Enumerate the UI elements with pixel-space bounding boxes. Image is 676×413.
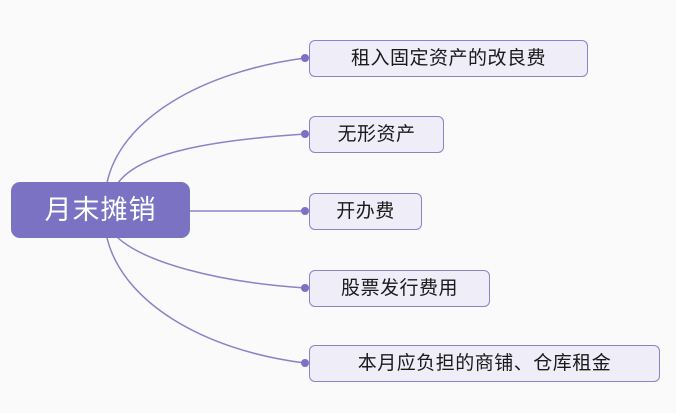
- node-connector-dot: [301, 359, 309, 367]
- edge-connector: [117, 133, 306, 184]
- edge-connector: [117, 237, 306, 289]
- child-node[interactable]: 股票发行费用: [309, 270, 490, 307]
- node-connector-dot: [301, 54, 309, 62]
- child-node[interactable]: 开办费: [309, 193, 422, 230]
- root-node[interactable]: 月末摊销: [11, 182, 190, 238]
- child-node[interactable]: 租入固定资产的改良费: [309, 40, 588, 77]
- child-node-label: 租入固定资产的改良费: [350, 47, 546, 69]
- child-node-label: 本月应负担的商铺、仓库租金: [357, 352, 612, 374]
- child-node[interactable]: 无形资产: [309, 116, 444, 153]
- child-node[interactable]: 本月应负担的商铺、仓库租金: [309, 345, 660, 382]
- edge-connector: [106, 57, 306, 184]
- node-connector-dot: [301, 207, 309, 215]
- node-connector-dot: [301, 130, 309, 138]
- child-node-label: 开办费: [336, 200, 395, 222]
- root-node-label: 月末摊销: [44, 194, 157, 226]
- edge-connector: [106, 237, 306, 364]
- child-node-label: 无形资产: [337, 123, 416, 145]
- node-connector-dot: [301, 284, 309, 292]
- child-node-label: 股票发行费用: [340, 277, 458, 299]
